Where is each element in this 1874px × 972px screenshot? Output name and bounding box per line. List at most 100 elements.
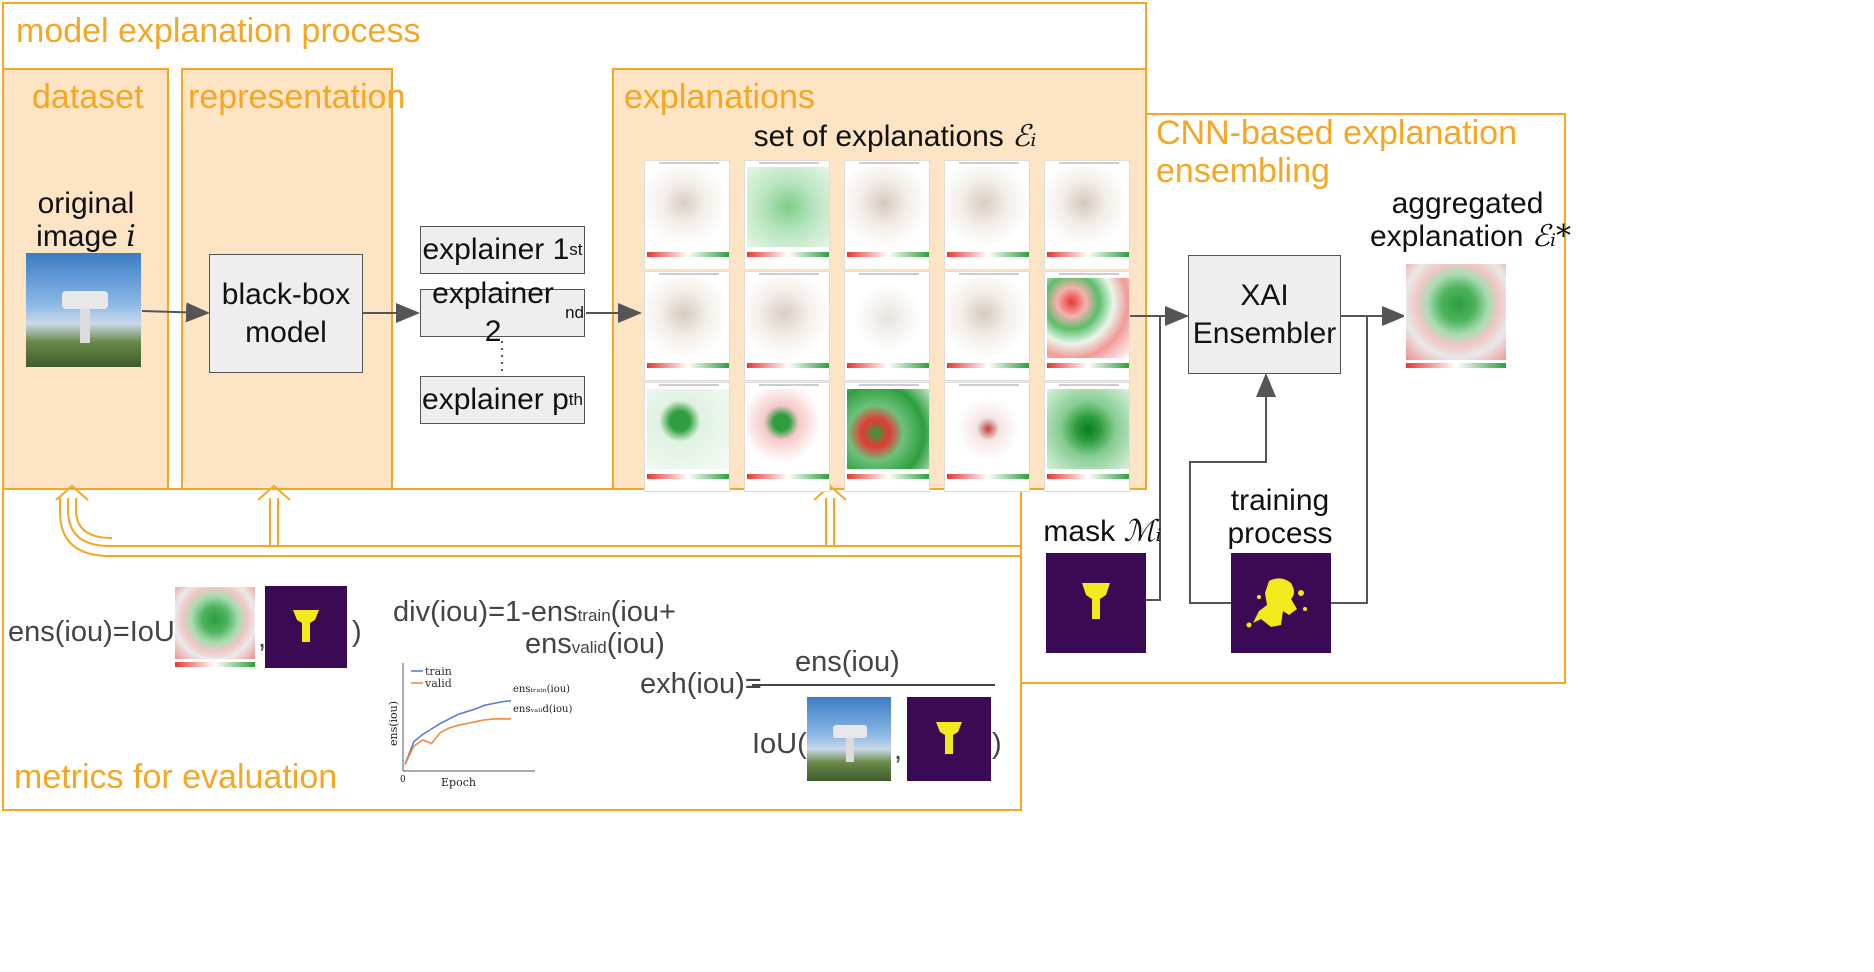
explanation-heatmap [1047, 278, 1129, 358]
explanation-map-caption [859, 273, 919, 275]
explanation-heatmap [947, 278, 1029, 358]
exh-den-prefix: IoU( [752, 728, 807, 760]
training-curve-chart: train valid ensₜᵣₐᵢₙ(iou) ensᵥₐₗᵢd(iou) … [387, 663, 572, 789]
black-box-line-2: model [245, 315, 327, 349]
explanation-colorbar [847, 474, 929, 479]
chart-x0-label: 0 [400, 775, 406, 785]
metrics-title: metrics for evaluation [14, 758, 338, 796]
explanation-map-caption [1059, 273, 1119, 275]
cnn-ensembling-title-1: CNN-based explanation [1156, 114, 1517, 152]
mask-word: mask [1043, 515, 1116, 548]
explainer-1-sup: st [569, 240, 583, 259]
explanation-map-caption [659, 384, 719, 386]
explanation-colorbar [647, 474, 729, 479]
training-blob [1246, 578, 1307, 628]
explanation-heatmap [947, 167, 1029, 247]
explanation-map-caption [759, 273, 819, 275]
explanation-heatmap [647, 389, 729, 469]
explanation-map-caption [959, 384, 1019, 386]
div-sub-train: train [577, 606, 611, 625]
explanation-colorbar [1047, 474, 1129, 479]
image-word: image [36, 220, 118, 253]
explainer-2-label: explainer 2 [432, 277, 554, 348]
series-train-end-label: ensₜᵣₐᵢₙ(iou) [513, 684, 570, 695]
xai-ensembler-box: XAI Ensembler [1188, 255, 1341, 374]
mask-label: mask ℳᵢ [1040, 513, 1165, 551]
exh-den-image [807, 697, 891, 781]
ens-formula-heatmap [173, 583, 257, 671]
explanation-map-caption [1059, 162, 1119, 164]
explanation-map-4 [944, 160, 1030, 270]
chart-xlabel: Epoch [441, 776, 476, 789]
exh-water-tower-column [846, 738, 854, 762]
aggregated-explanation-map [1404, 258, 1508, 372]
explanation-colorbar [647, 363, 729, 368]
explanation-colorbar [847, 252, 929, 257]
explanation-colorbar [647, 252, 729, 257]
mask-shape [1082, 583, 1110, 619]
explanation-colorbar [1047, 363, 1129, 368]
explanation-colorbar [1047, 252, 1129, 257]
explanation-heatmap [747, 278, 829, 358]
explanation-heatmap [647, 278, 729, 358]
ens-formula-prefix: ens(iou)=IoU( [8, 616, 185, 648]
original-image-label-1: original [37, 187, 135, 220]
mask-var: ℳᵢ [1123, 514, 1162, 549]
explanation-map-caption [859, 162, 919, 164]
cnn-ensembling-title-2: ensembling [1156, 152, 1330, 190]
explanation-map-caption [959, 162, 1019, 164]
explanations-set-var: ℰᵢ [1012, 119, 1037, 154]
explanation-map-12 [744, 382, 830, 492]
explanations-set-text: set of explanations [753, 120, 1004, 153]
training-label-2: process [1227, 517, 1333, 550]
training-image [1231, 553, 1331, 653]
explanation-colorbar [747, 363, 829, 368]
div-formula-line-2: ensvalid(iou) [525, 628, 665, 661]
explanation-heatmap [847, 167, 929, 247]
ensembler-line-1: XAI [1240, 278, 1289, 312]
div-formula-line-1: div(iou)=1-enstrain(iou+ [393, 596, 676, 629]
div-sub-valid: valid [571, 638, 607, 657]
original-image [26, 253, 141, 367]
black-box-model-text: black-box model [222, 276, 350, 352]
image-var: i [126, 219, 136, 254]
explanations-set-label: set of explanations ℰᵢ [700, 118, 1090, 156]
model-explanation-process-title: model explanation process [16, 12, 421, 50]
exh-formula-prefix: exh(iou)= [640, 668, 762, 700]
explanation-colorbar [947, 474, 1029, 479]
explanation-map-caption [959, 273, 1019, 275]
explanation-heatmap [747, 389, 829, 469]
explanation-map-8 [844, 271, 930, 381]
aggregated-label-1: aggregated [1391, 187, 1544, 220]
explanation-map-caption [759, 384, 819, 386]
explainer-p-sup: th [568, 390, 583, 409]
div-line2-prefix: ens [525, 628, 572, 660]
explanation-map-caption [1059, 384, 1119, 386]
explanation-map-11 [644, 382, 730, 492]
representation-title: representation [188, 78, 406, 116]
water-tower-column [80, 309, 90, 343]
exh-water-tower-tank [833, 725, 867, 738]
exh-den-suffix: ) [992, 728, 1002, 760]
explanation-colorbar [847, 363, 929, 368]
xai-ensembler-text: XAI Ensembler [1193, 277, 1336, 353]
explanation-map-caption [659, 273, 719, 275]
explanation-map-caption [659, 162, 719, 164]
ens-formula-suffix: ) [352, 616, 362, 648]
ens-formula-comma: , [258, 622, 267, 654]
explanation-map-5 [1044, 160, 1130, 270]
explanations-title: explanations [624, 78, 815, 116]
aggregated-heatmap [1406, 264, 1506, 360]
training-label-1: training [1230, 484, 1330, 517]
exh-formula-numerator: ens(iou) [795, 646, 900, 678]
black-box-model-box: black-box model [209, 254, 363, 373]
div-mid: (iou+ [610, 596, 676, 628]
explanation-heatmap [1047, 389, 1129, 469]
explainer-1-label: explainer 1 [422, 233, 570, 266]
aggregated-var: ℰᵢ* [1531, 219, 1572, 254]
water-tower-tank [62, 291, 108, 309]
black-box-line-1: black-box [221, 277, 351, 311]
explanation-map-9 [944, 271, 1030, 381]
